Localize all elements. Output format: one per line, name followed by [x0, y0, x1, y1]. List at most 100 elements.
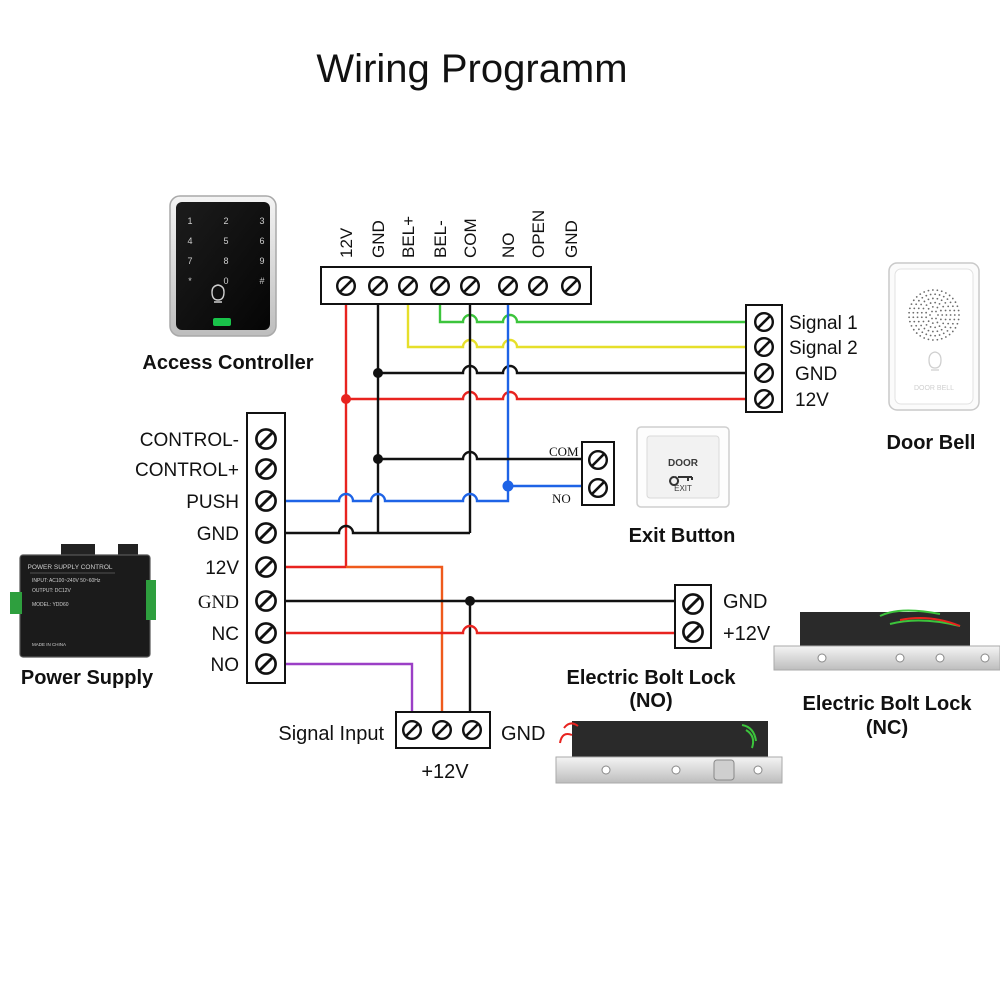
junction-dot	[373, 454, 383, 464]
grille-dot	[944, 292, 947, 294]
wire-gnd-doorbell	[378, 364, 752, 375]
power-supply-line: OUTPUT: DC12V	[32, 588, 72, 594]
key-icon	[669, 476, 693, 486]
diagram-title: Wiring Programm	[316, 47, 627, 91]
grille-dot	[947, 322, 950, 325]
grille-dot	[915, 303, 918, 306]
power-supply-terminal-label: PUSH	[186, 492, 239, 513]
grille-dot	[913, 320, 916, 323]
bolt-lock-no-subtitle: (NO)	[629, 690, 672, 712]
grille-dot	[922, 307, 925, 310]
screw-terminal	[254, 589, 278, 613]
grille-dot	[947, 305, 950, 308]
keypad-key: 9	[259, 256, 264, 266]
screw-terminal	[681, 620, 705, 644]
grille-dot	[909, 320, 911, 323]
junction-dot	[341, 394, 351, 404]
grille-dot	[944, 326, 947, 329]
grille-dot	[920, 311, 923, 314]
grille-dot	[925, 316, 928, 319]
exit-button-door-text: DOOR	[668, 458, 699, 469]
exit-terminal-no: NO	[552, 491, 571, 506]
wire-exit-com	[378, 450, 590, 461]
grille-dot	[934, 326, 937, 329]
wire-no-signal	[284, 662, 414, 712]
grille-dot	[912, 316, 915, 319]
wire-bel-minus-signal1	[438, 300, 752, 324]
grille-dot	[949, 318, 951, 321]
grille-dot	[915, 324, 918, 327]
power-supply-terminal-label: CONTROL-	[140, 430, 239, 451]
grille-dot	[931, 317, 933, 320]
bell-icon	[211, 284, 225, 303]
grille-dot	[946, 298, 949, 301]
controller-terminal-label: BEL-	[431, 220, 450, 258]
grille-dot	[957, 309, 960, 312]
grille-dot	[929, 293, 932, 296]
grille-dot	[923, 291, 926, 293]
power-supply-line: INPUT: AC100~240V 50~60Hz	[32, 578, 101, 584]
keypad-key: 8	[223, 256, 228, 266]
bolt-lock-nc-12v: +12V	[723, 623, 771, 645]
grille-dot	[937, 314, 939, 316]
door-bell-label: Door Bell	[887, 432, 976, 454]
grille-dot	[936, 330, 939, 333]
power-supply-terminal-label: GND	[198, 592, 239, 613]
grille-dot	[912, 299, 915, 302]
power-supply-terminal-label: NC	[212, 624, 239, 645]
grille-dot	[941, 314, 944, 316]
power-supply-terminal-label: CONTROL+	[135, 460, 239, 481]
wire-nc-lock	[284, 624, 680, 635]
grille-dot	[929, 326, 932, 328]
grille-dot	[938, 325, 941, 328]
grille-dot	[958, 314, 960, 316]
screw-terminal	[587, 449, 609, 471]
grille-dot	[942, 295, 945, 298]
grille-dot	[923, 300, 926, 303]
grille-dot	[912, 328, 915, 331]
grille-dot	[929, 314, 931, 316]
controller-terminal-label: COM	[461, 218, 480, 258]
controller-terminal-block	[320, 266, 592, 305]
junction-dot	[465, 596, 475, 606]
keypad-key: 2	[223, 216, 228, 226]
grille-dot	[934, 301, 937, 304]
grille-dot	[935, 317, 937, 320]
grille-dot	[920, 303, 923, 306]
grille-dot	[931, 297, 934, 300]
grille-dot	[942, 305, 945, 308]
grille-dot	[951, 305, 954, 308]
grille-dot	[938, 334, 941, 336]
keypad-key: 7	[187, 256, 192, 266]
grille-dot	[925, 333, 928, 336]
screw-terminal	[459, 275, 481, 297]
grille-dot	[953, 318, 956, 321]
screw-terminal	[431, 719, 453, 741]
grille-dot	[917, 307, 920, 310]
grille-dot	[936, 338, 939, 341]
grille-dot	[951, 330, 954, 333]
controller-terminal-label: GND	[369, 220, 388, 258]
screw-terminal	[254, 621, 278, 645]
power-supply-line: MADE IN CHINA	[32, 642, 66, 647]
controller-terminal-label: OPEN	[529, 210, 548, 258]
grille-dot	[923, 327, 926, 330]
keypad-key: 4	[187, 236, 192, 246]
grille-dot	[940, 290, 943, 293]
grille-dot	[940, 299, 943, 302]
wire-push	[284, 486, 510, 503]
screw-terminal	[254, 489, 278, 513]
screw-terminal	[587, 477, 609, 499]
screw-terminal	[753, 362, 775, 384]
keypad-key: 6	[259, 236, 264, 246]
bolt-lock-no-title: Electric Bolt Lock	[567, 667, 737, 689]
power-supply-terminal-label: GND	[197, 524, 239, 545]
bell-icon	[928, 351, 942, 371]
grille-dot	[922, 320, 925, 323]
grille-dot	[915, 296, 918, 298]
grille-dot	[919, 293, 922, 296]
grille-dot	[923, 337, 926, 339]
grille-dot	[927, 298, 930, 301]
